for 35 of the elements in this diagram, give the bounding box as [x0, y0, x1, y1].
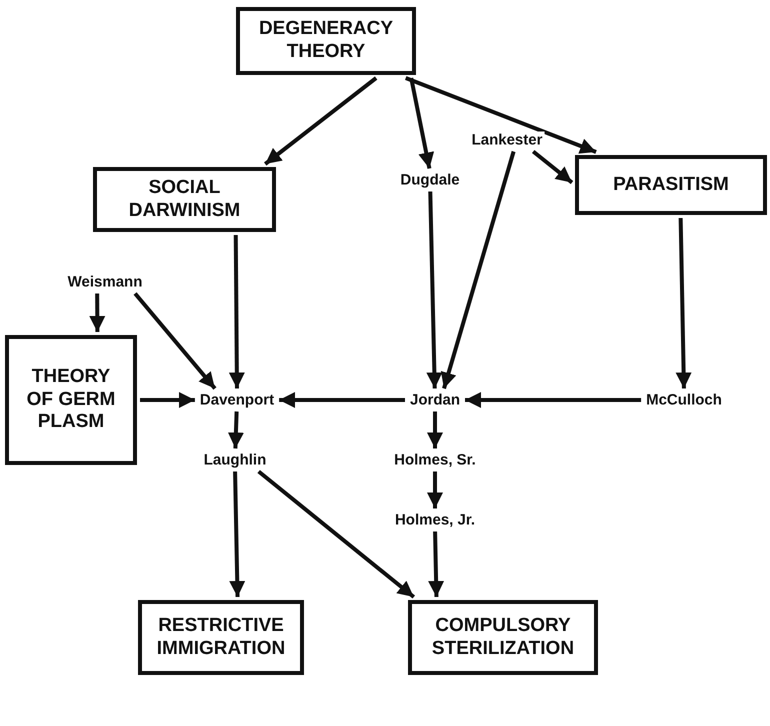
concept-title: PARASITISM — [612, 174, 730, 196]
name-label: Laughlin — [202, 452, 268, 468]
arrow — [257, 470, 416, 599]
name-label: Holmes, Sr. — [392, 452, 478, 468]
concept-box — [408, 600, 598, 675]
concept-title: SOCIAL DARWINISM — [128, 176, 242, 222]
arrow — [465, 392, 642, 408]
concept-title: DEGENERACY THEORY — [258, 18, 394, 64]
concept-title: RESTRICTIVE IMMIGRATION — [156, 614, 286, 660]
arrow — [426, 191, 442, 389]
arrow — [279, 392, 405, 408]
arrow — [440, 150, 516, 390]
arrow — [228, 234, 245, 389]
arrow — [264, 76, 378, 166]
arrow — [228, 411, 244, 449]
concept-box — [93, 167, 276, 232]
arrow — [140, 392, 195, 408]
concept-box — [138, 600, 304, 675]
concept-box — [5, 335, 137, 465]
arrow — [134, 292, 216, 390]
name-label: Dugdale — [398, 172, 462, 188]
arrow — [427, 412, 443, 448]
concept-box — [236, 7, 416, 75]
arrow — [405, 76, 597, 154]
arrow — [676, 218, 692, 389]
concept-box — [575, 155, 767, 215]
arrow — [428, 531, 444, 598]
arrow — [89, 293, 106, 332]
concept-title: COMPULSORY STERILIZATION — [430, 614, 576, 660]
arrow — [229, 471, 246, 598]
arrow — [409, 78, 434, 169]
arrow — [532, 150, 574, 184]
concept-title: THEORY OF GERM PLASM — [26, 366, 116, 434]
arrow — [427, 472, 443, 508]
name-label: Davenport — [198, 392, 276, 408]
